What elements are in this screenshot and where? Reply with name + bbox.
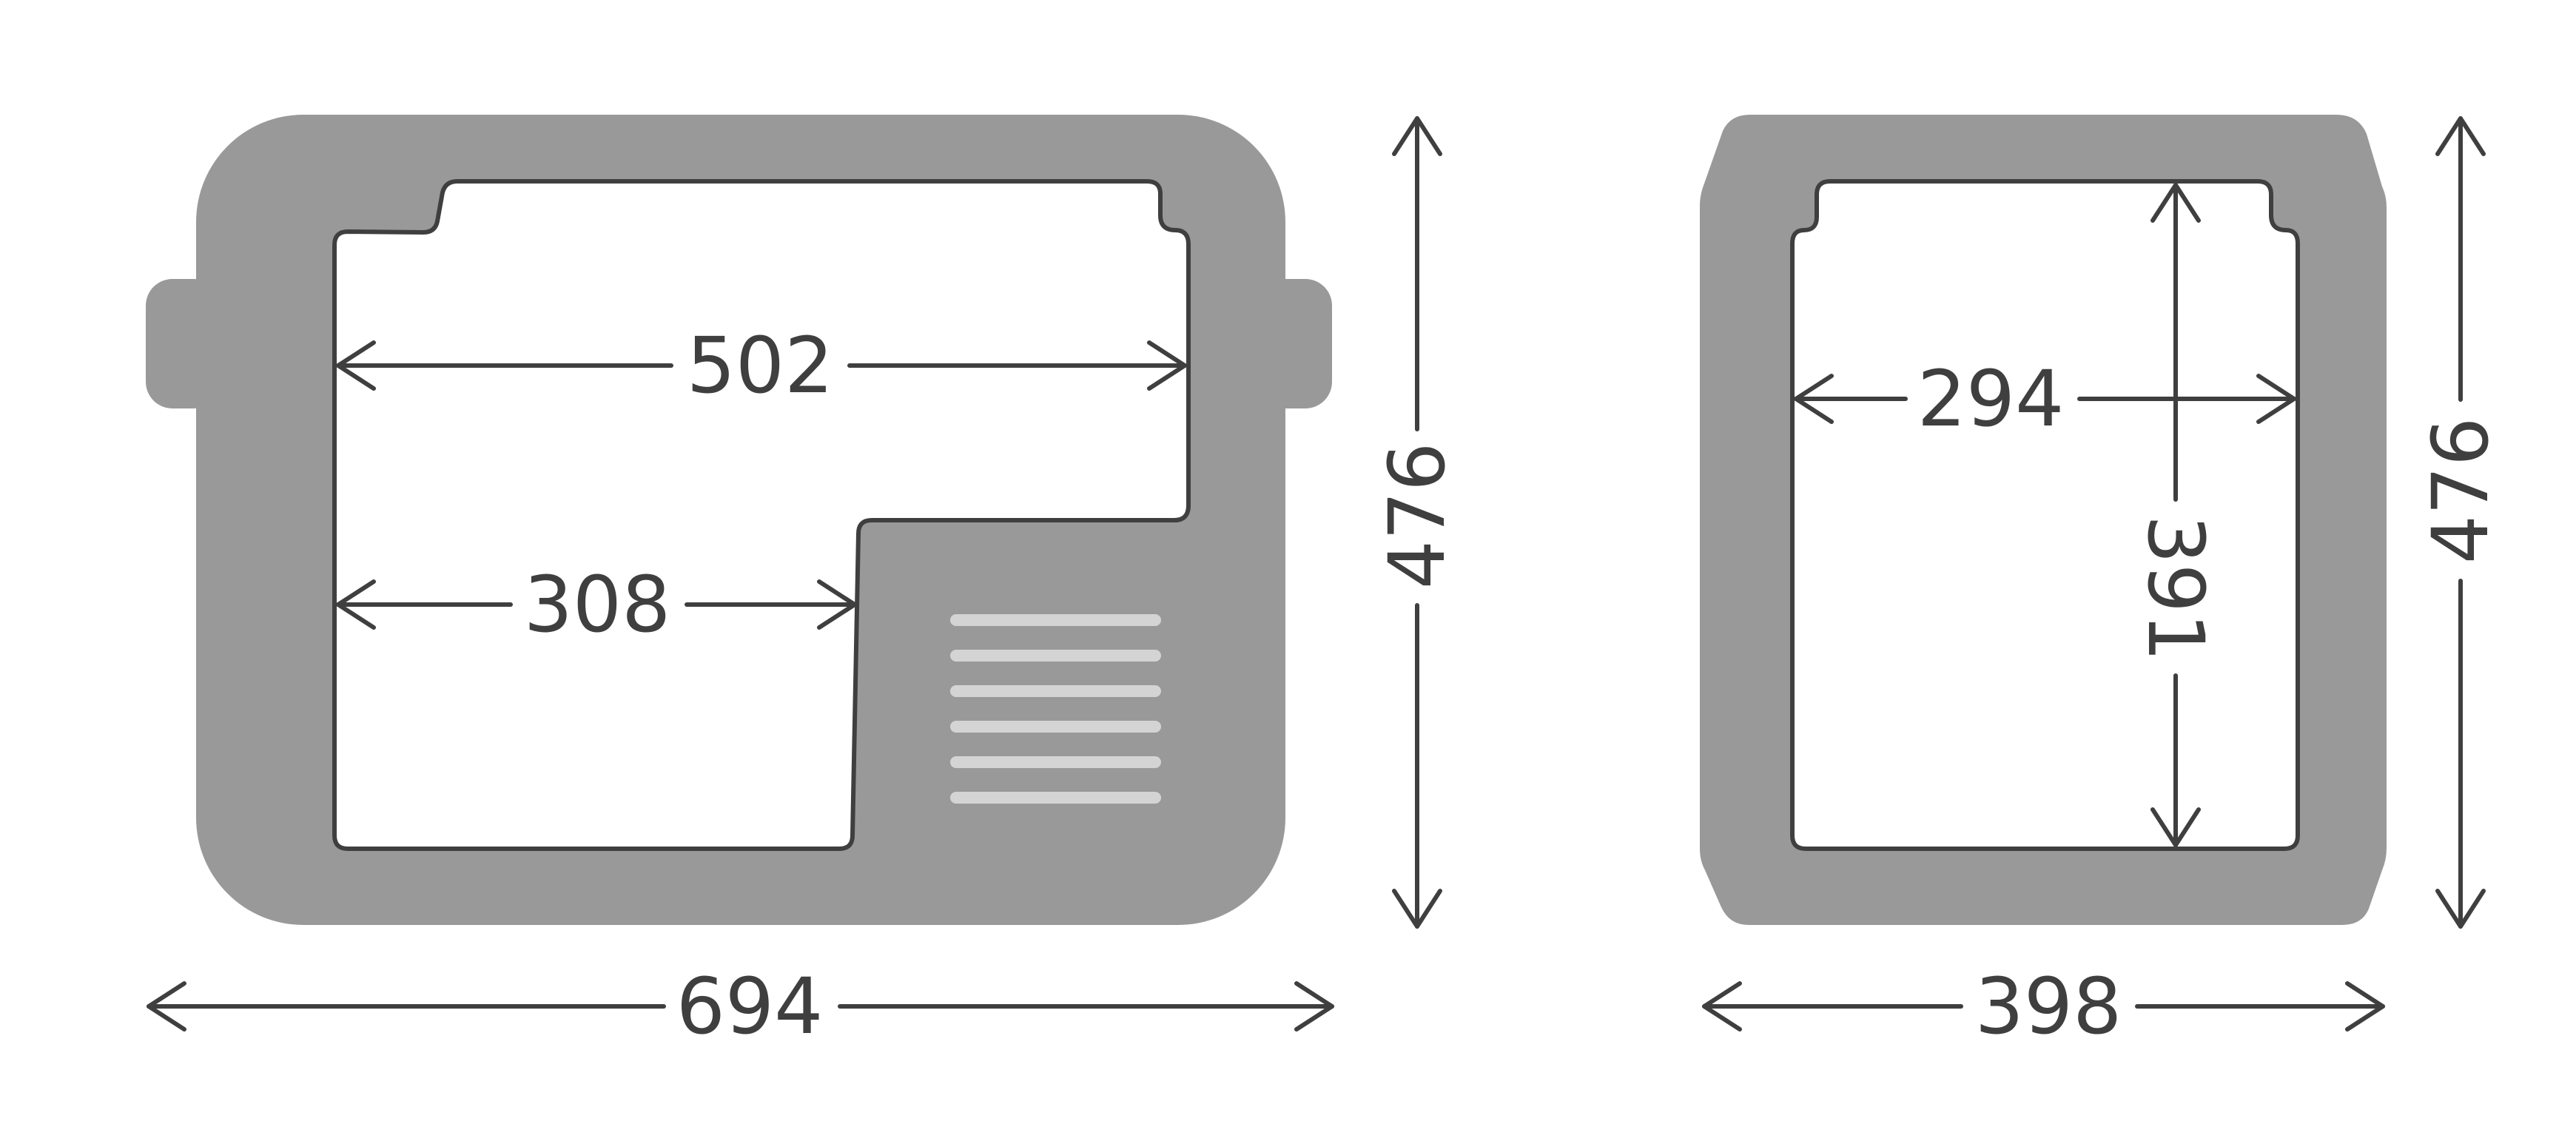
dim-476-side-label: 476	[2415, 417, 2506, 565]
side-view: 294 391 476 398	[1700, 115, 2506, 1052]
front-cavity	[332, 179, 1191, 851]
dim-398-label: 398	[1975, 961, 2122, 1052]
dim-294-label: 294	[1917, 354, 2065, 444]
dim-294: 294	[1794, 354, 2296, 444]
dim-308-label: 308	[524, 559, 671, 650]
vent-grille	[950, 614, 1161, 804]
dim-476-front-label: 476	[1372, 443, 1462, 590]
dim-398: 398	[1702, 961, 2385, 1052]
front-view: 502 308 476 694	[146, 115, 1462, 1052]
dim-308: 308	[336, 559, 857, 650]
dim-694: 694	[147, 961, 1334, 1052]
dim-694-label: 694	[676, 961, 824, 1052]
dim-476-front: 476	[1372, 116, 1462, 929]
dim-502: 502	[336, 320, 1187, 411]
side-cavity	[1790, 179, 2300, 851]
dim-502-label: 502	[687, 320, 834, 411]
dim-391: 391	[2131, 183, 2221, 847]
dim-391-label: 391	[2131, 515, 2221, 662]
dim-476-side: 476	[2415, 116, 2506, 929]
